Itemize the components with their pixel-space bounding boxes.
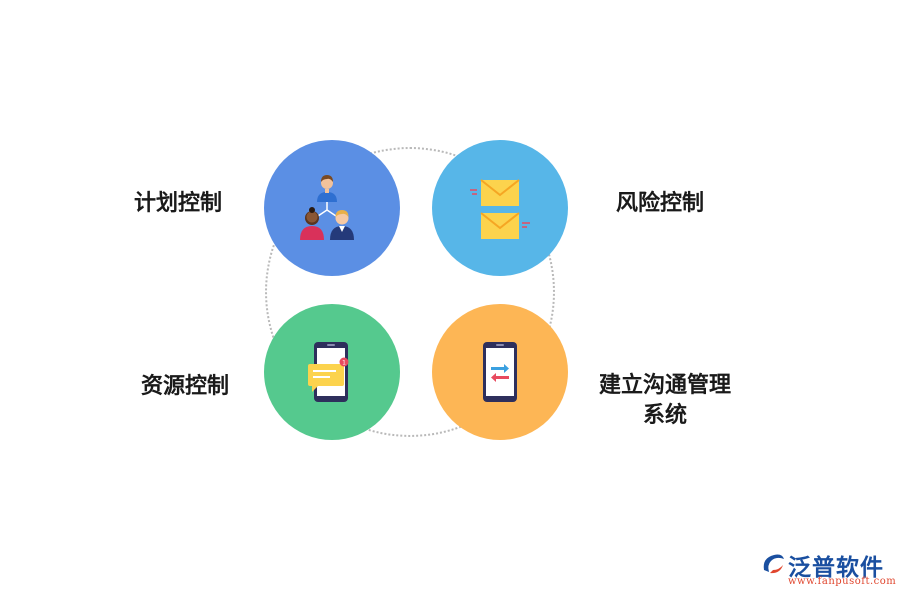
brand-logo: 泛普软件 www.fanpusoft.com	[760, 546, 896, 594]
team-hierarchy-icon	[300, 175, 354, 240]
risk-control-circle	[432, 140, 568, 276]
envelopes-icon	[470, 179, 530, 239]
resource-control-circle: 1	[264, 304, 400, 440]
brand-name: 泛普软件	[788, 555, 884, 581]
brand-swirl-icon	[763, 554, 784, 574]
communication-system-label: 建立沟通管理 系统	[582, 371, 748, 431]
phone-exchange-icon	[483, 342, 517, 402]
communication-system-label-line1: 建立沟通管理	[598, 373, 731, 398]
resource-control-label: 资源控制	[140, 374, 229, 399]
dotted-ring	[265, 147, 555, 437]
communication-system-circle	[432, 304, 568, 440]
svg-text:1: 1	[342, 360, 346, 367]
phone-message-icon: 1	[308, 342, 349, 402]
brand-url: www.fanpusoft.com	[788, 576, 897, 587]
risk-control-label: 风险控制	[615, 191, 704, 216]
plan-control-label: 计划控制	[133, 191, 222, 216]
plan-control-circle	[264, 140, 400, 276]
communication-system-label-line2: 系统	[642, 403, 687, 428]
